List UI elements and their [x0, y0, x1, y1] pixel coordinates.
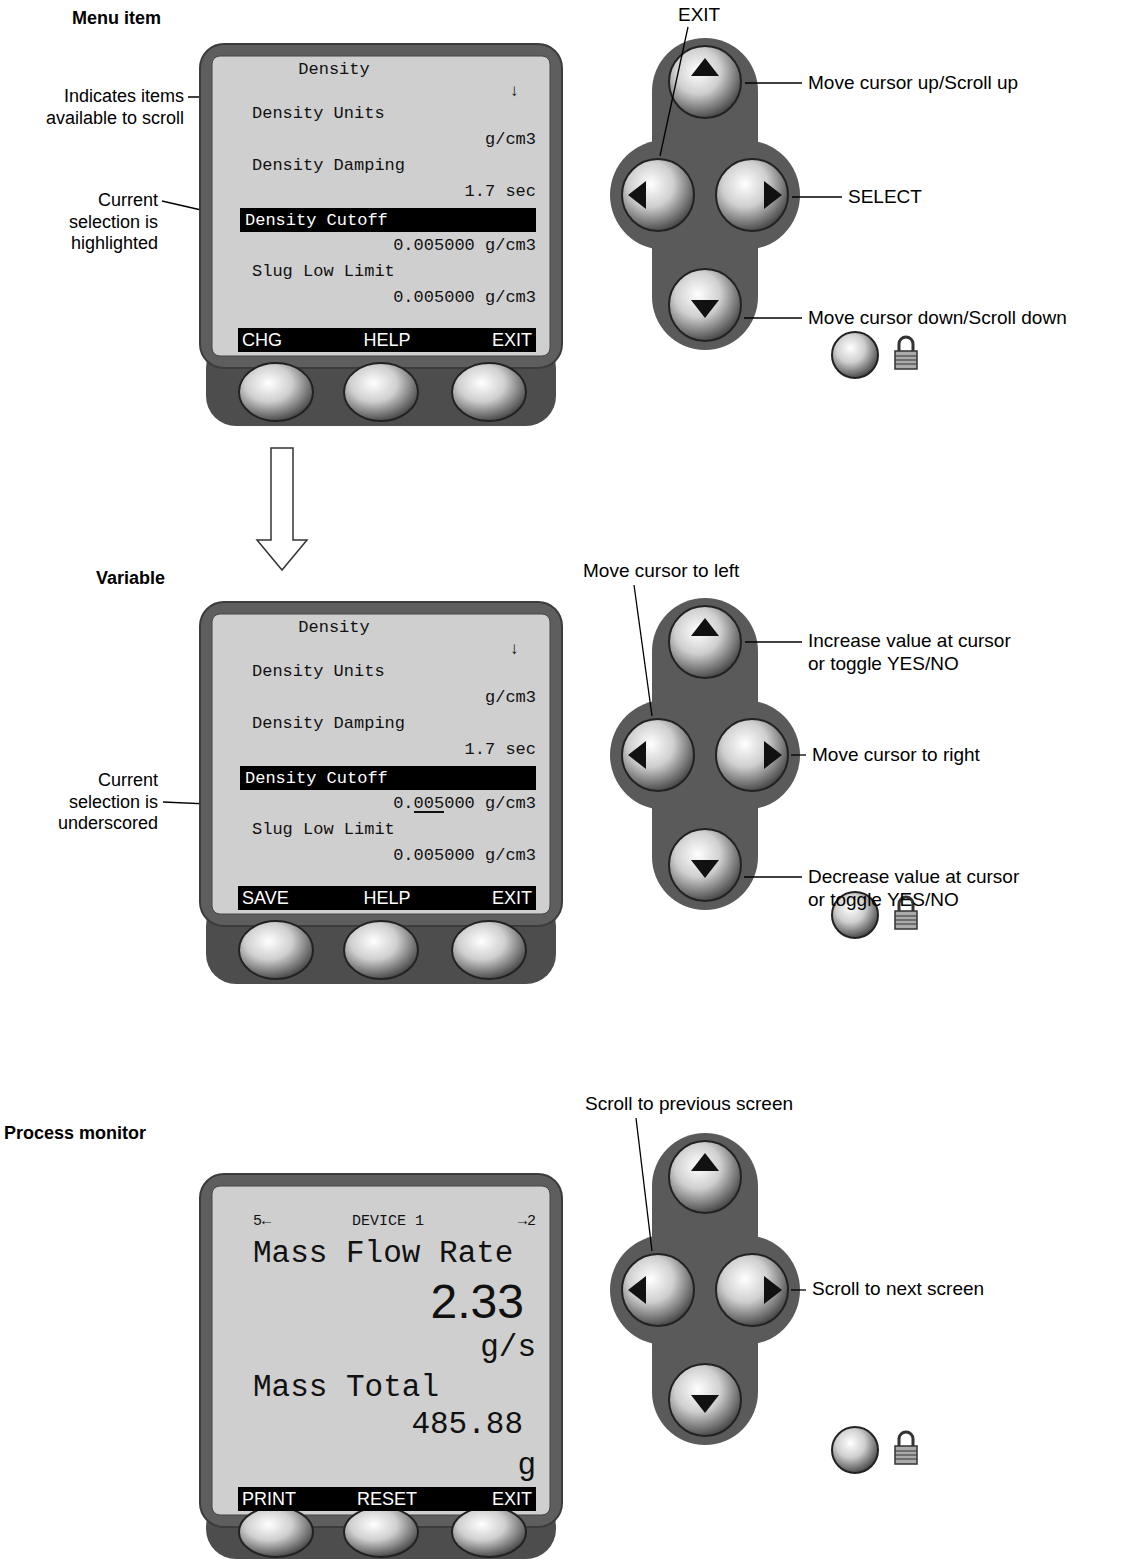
- screen-text: g/cm3: [485, 688, 536, 708]
- key-label: HELP: [363, 888, 410, 909]
- screen-text: 2.33: [431, 1274, 524, 1329]
- screen-text: g/s: [480, 1330, 536, 1366]
- leader-line: [792, 196, 842, 197]
- highlight-bar: Density Cutoff: [240, 766, 536, 790]
- softkey-button: [452, 921, 526, 979]
- callout-label: SELECT: [848, 186, 922, 209]
- screen-text: 5←: [253, 1213, 271, 1230]
- leader-line: [791, 1289, 806, 1290]
- key-label: CHG: [242, 330, 282, 351]
- leader-line: [660, 27, 688, 156]
- screen-text: Slug Low Limit: [252, 262, 395, 282]
- key-label: Density Cutoff: [245, 769, 388, 789]
- softkey-button: [452, 363, 526, 421]
- key-label: SAVE: [242, 888, 289, 909]
- softkey-button: [344, 363, 418, 421]
- softkey-button: [239, 921, 313, 979]
- lcd-screen: [212, 56, 550, 356]
- softkey-button: [452, 1507, 526, 1557]
- softkey-bar: PRINT RESET EXIT: [238, 1487, 536, 1511]
- screen-text: →2: [518, 1213, 536, 1230]
- leader-line: [745, 82, 802, 83]
- callout-label: EXIT: [678, 4, 720, 27]
- screen-text: 485.88: [411, 1407, 523, 1443]
- screen-text: g/cm3: [485, 130, 536, 150]
- leader-line: [634, 585, 652, 716]
- leader-line: [745, 641, 802, 642]
- lcd-screen: [212, 614, 550, 914]
- callout-label: Current selection is underscored: [40, 770, 158, 835]
- section-title: Process monitor: [4, 1123, 146, 1145]
- highlight-bar: Density Cutoff: [240, 208, 536, 232]
- key-label: Density Cutoff: [245, 211, 388, 231]
- screen-text: Density Damping: [252, 714, 405, 734]
- key-label: PRINT: [242, 1489, 296, 1510]
- leader-line: [791, 754, 806, 755]
- screen-text: 1.7 sec: [465, 740, 536, 760]
- callout-label: Current selection is highlighted: [40, 190, 158, 255]
- callout-label: Increase value at cursor or toggle YES/N…: [808, 630, 1022, 676]
- callout-label: Scroll to next screen: [812, 1278, 984, 1301]
- screen-text: Density: [298, 60, 369, 80]
- screen-text: Slug Low Limit: [252, 820, 395, 840]
- underscore-mark: [414, 811, 445, 813]
- flow-arrow: [257, 448, 307, 570]
- screen-text: 1.7 sec: [465, 182, 536, 202]
- callout-label: Decrease value at cursor or toggle YES/N…: [808, 866, 1022, 912]
- callout-label: Move cursor down/Scroll down: [808, 307, 1067, 330]
- screen-text: Density Units: [252, 662, 385, 682]
- screen-text: Density: [298, 618, 369, 638]
- key-label: RESET: [357, 1489, 417, 1510]
- device-display: Density ↓ Density Units g/cm3Density Dampin…: [198, 600, 564, 990]
- screen-text: g: [517, 1448, 536, 1484]
- callout-label: Move cursor to left: [583, 560, 739, 583]
- callout-label: Scroll to previous screen: [585, 1093, 793, 1116]
- softkey-bar: CHG HELP EXIT: [238, 328, 536, 352]
- callout-label: Move cursor to right: [812, 744, 980, 767]
- callout-label: Move cursor up/Scroll up: [808, 72, 1018, 95]
- screen-text: 0.005000 g/cm3: [393, 288, 536, 308]
- display-bezel: [200, 1174, 562, 1527]
- screen-text: ↓: [509, 640, 519, 660]
- leader-line: [636, 1118, 652, 1251]
- screen-text: Density Units: [252, 104, 385, 124]
- screen-text: 0.005000 g/cm3: [393, 236, 536, 256]
- screen-text: Mass Flow Rate: [253, 1236, 513, 1272]
- keypad: [610, 1133, 917, 1473]
- screen-text: DEVICE 1: [352, 1213, 424, 1230]
- screen-text: ↓: [509, 82, 519, 102]
- softkey-button: [344, 1507, 418, 1557]
- screen-text: 0.005000 g/cm3: [393, 846, 536, 866]
- callout-label: Indicates items available to scroll: [34, 86, 184, 129]
- screen-text: Mass Total: [253, 1370, 439, 1406]
- section-title: Variable: [96, 568, 165, 590]
- softkey-button: [239, 363, 313, 421]
- display-bezel: [200, 602, 562, 926]
- device-display: Density ↓ Density Units g/cm3Density Dampin…: [198, 42, 564, 432]
- key-label: EXIT: [492, 888, 532, 909]
- softkey-bar: SAVE HELP EXIT: [238, 886, 536, 910]
- section-title: Menu item: [72, 8, 161, 30]
- softkey-button: [239, 1507, 313, 1557]
- key-label: EXIT: [492, 330, 532, 351]
- leader-line: [744, 876, 802, 877]
- device-display: 5← DEVICE 1 →2Mass Flow Rate2.33g/sMass To…: [198, 1172, 564, 1560]
- leader-line: [744, 317, 802, 318]
- screen-text: Density Damping: [252, 156, 405, 176]
- lcd-screen: [212, 1186, 550, 1515]
- softkey-button: [344, 921, 418, 979]
- display-bezel: [200, 44, 562, 368]
- key-label: HELP: [363, 330, 410, 351]
- key-label: EXIT: [492, 1489, 532, 1510]
